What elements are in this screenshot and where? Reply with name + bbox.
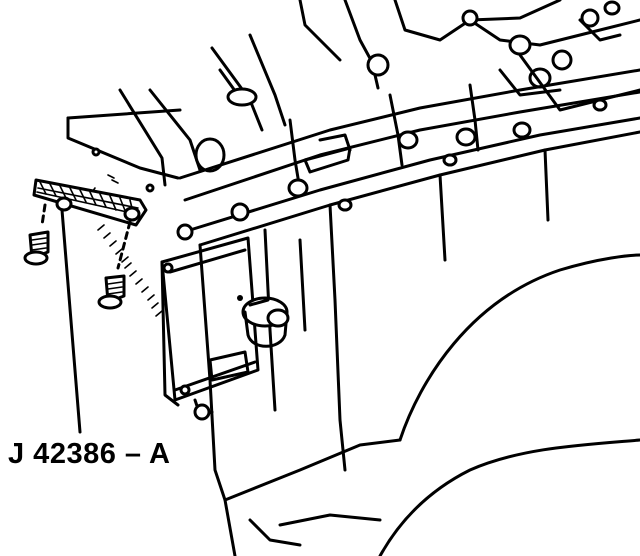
engine-block-upper [118,0,640,187]
access-cover [160,236,260,421]
holding-tool-bar [32,178,148,227]
oil-pan-body [198,148,640,556]
drain-plug [237,295,290,348]
tool-bolt-left [23,203,50,266]
callout-leader [60,208,82,434]
tool-bolt-right [97,220,132,310]
rear-flange-plate [66,108,182,193]
tool-callout-label: J 42386 – A [8,438,171,470]
